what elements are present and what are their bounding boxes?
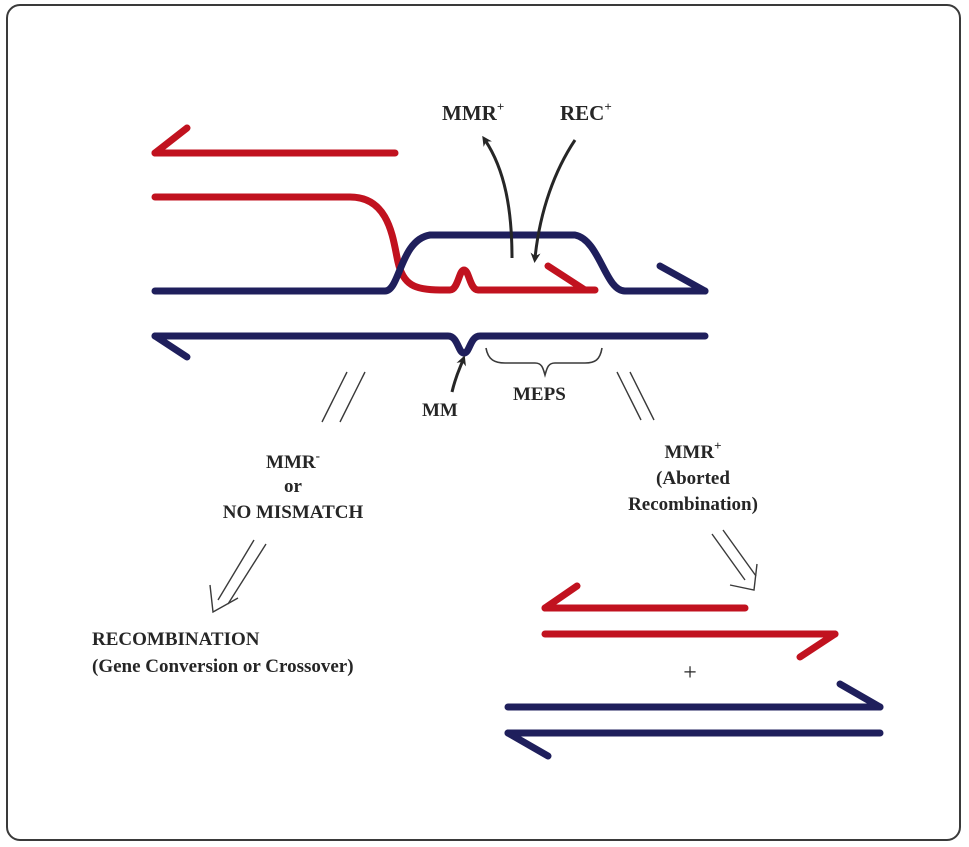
right-branch-arrow-icon [711,529,758,591]
rec-in-arrow [530,139,577,263]
recombination-title: RECOMBINATION [92,629,260,650]
right-slash-icon [616,371,655,421]
left-slash-icon [321,371,366,423]
product-red-strand-top [541,582,749,612]
left-branch-label-3: NO MISMATCH [223,502,364,523]
left-branch-arrow-icon [209,539,267,614]
top-red-strand [151,124,399,157]
mmr-out-arrow [482,135,514,259]
mmr-plus-label: MMR+ [442,99,504,125]
recombination-subtitle: (Gene Conversion or Crossover) [92,656,354,677]
product-blue-strand-bottom [504,729,884,760]
right-branch-label-3: Recombination) [628,494,758,515]
product-blue-strand-top [504,680,884,711]
right-branch-label-2: (Aborted [656,468,730,489]
meps-brace-icon [485,347,603,378]
product-red-strand-bottom [541,630,839,661]
right-branch-label-1: MMR+ [664,438,721,463]
plus-sign: + [683,660,697,686]
mm-arrow [450,355,466,393]
dloop-blue-strand [151,231,709,295]
left-branch-label-2: or [284,476,303,497]
invading-red-strand [151,193,599,294]
left-branch-label-1: MMR- [266,448,320,473]
meps-label: MEPS [513,384,566,405]
bottom-blue-strand [151,332,709,361]
rec-plus-label: REC+ [560,99,612,125]
mm-label: MM [422,400,458,421]
